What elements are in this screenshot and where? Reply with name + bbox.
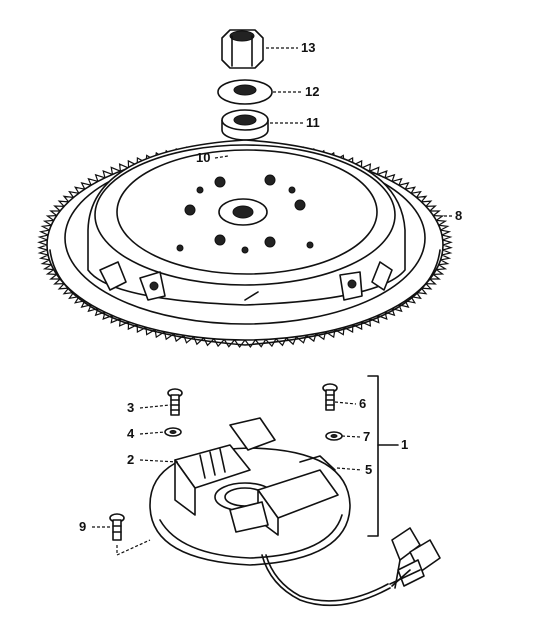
callout-5: 5 bbox=[365, 462, 372, 477]
callout-1: 1 bbox=[401, 437, 408, 452]
callout-4: 4 bbox=[127, 426, 135, 441]
callout-3: 3 bbox=[127, 400, 134, 415]
callout-labels: 13 12 11 10 8 3 6 4 7 1 2 5 9 bbox=[79, 40, 462, 534]
callout-13: 13 bbox=[301, 40, 315, 55]
part-4-washer bbox=[164, 427, 182, 437]
part-1-stator-assembly bbox=[149, 417, 441, 607]
leader-lines bbox=[92, 47, 452, 556]
part-6-screw bbox=[322, 383, 338, 411]
part-7-washer bbox=[325, 431, 343, 441]
part-13-nut bbox=[221, 29, 264, 69]
callout-11: 11 bbox=[306, 115, 320, 130]
part-8-flywheel bbox=[37, 139, 453, 349]
callout-12: 12 bbox=[305, 84, 319, 99]
callout-9: 9 bbox=[79, 519, 86, 534]
callout-8: 8 bbox=[455, 208, 462, 223]
part-12-washer bbox=[217, 79, 273, 105]
part-5-coil bbox=[229, 469, 339, 536]
callout-2: 2 bbox=[127, 452, 134, 467]
connectors bbox=[389, 527, 441, 589]
part-3-screw bbox=[167, 388, 183, 416]
part-2-coil bbox=[174, 444, 251, 516]
callout-7: 7 bbox=[363, 429, 370, 444]
callout-10: 10 bbox=[196, 150, 210, 165]
lead-wire bbox=[261, 554, 391, 607]
callout-6: 6 bbox=[359, 396, 366, 411]
flywheel-lugs bbox=[99, 261, 393, 301]
part-11-spacer bbox=[221, 109, 269, 141]
flywheel-holes bbox=[176, 174, 314, 254]
part-9-screw bbox=[109, 513, 125, 541]
